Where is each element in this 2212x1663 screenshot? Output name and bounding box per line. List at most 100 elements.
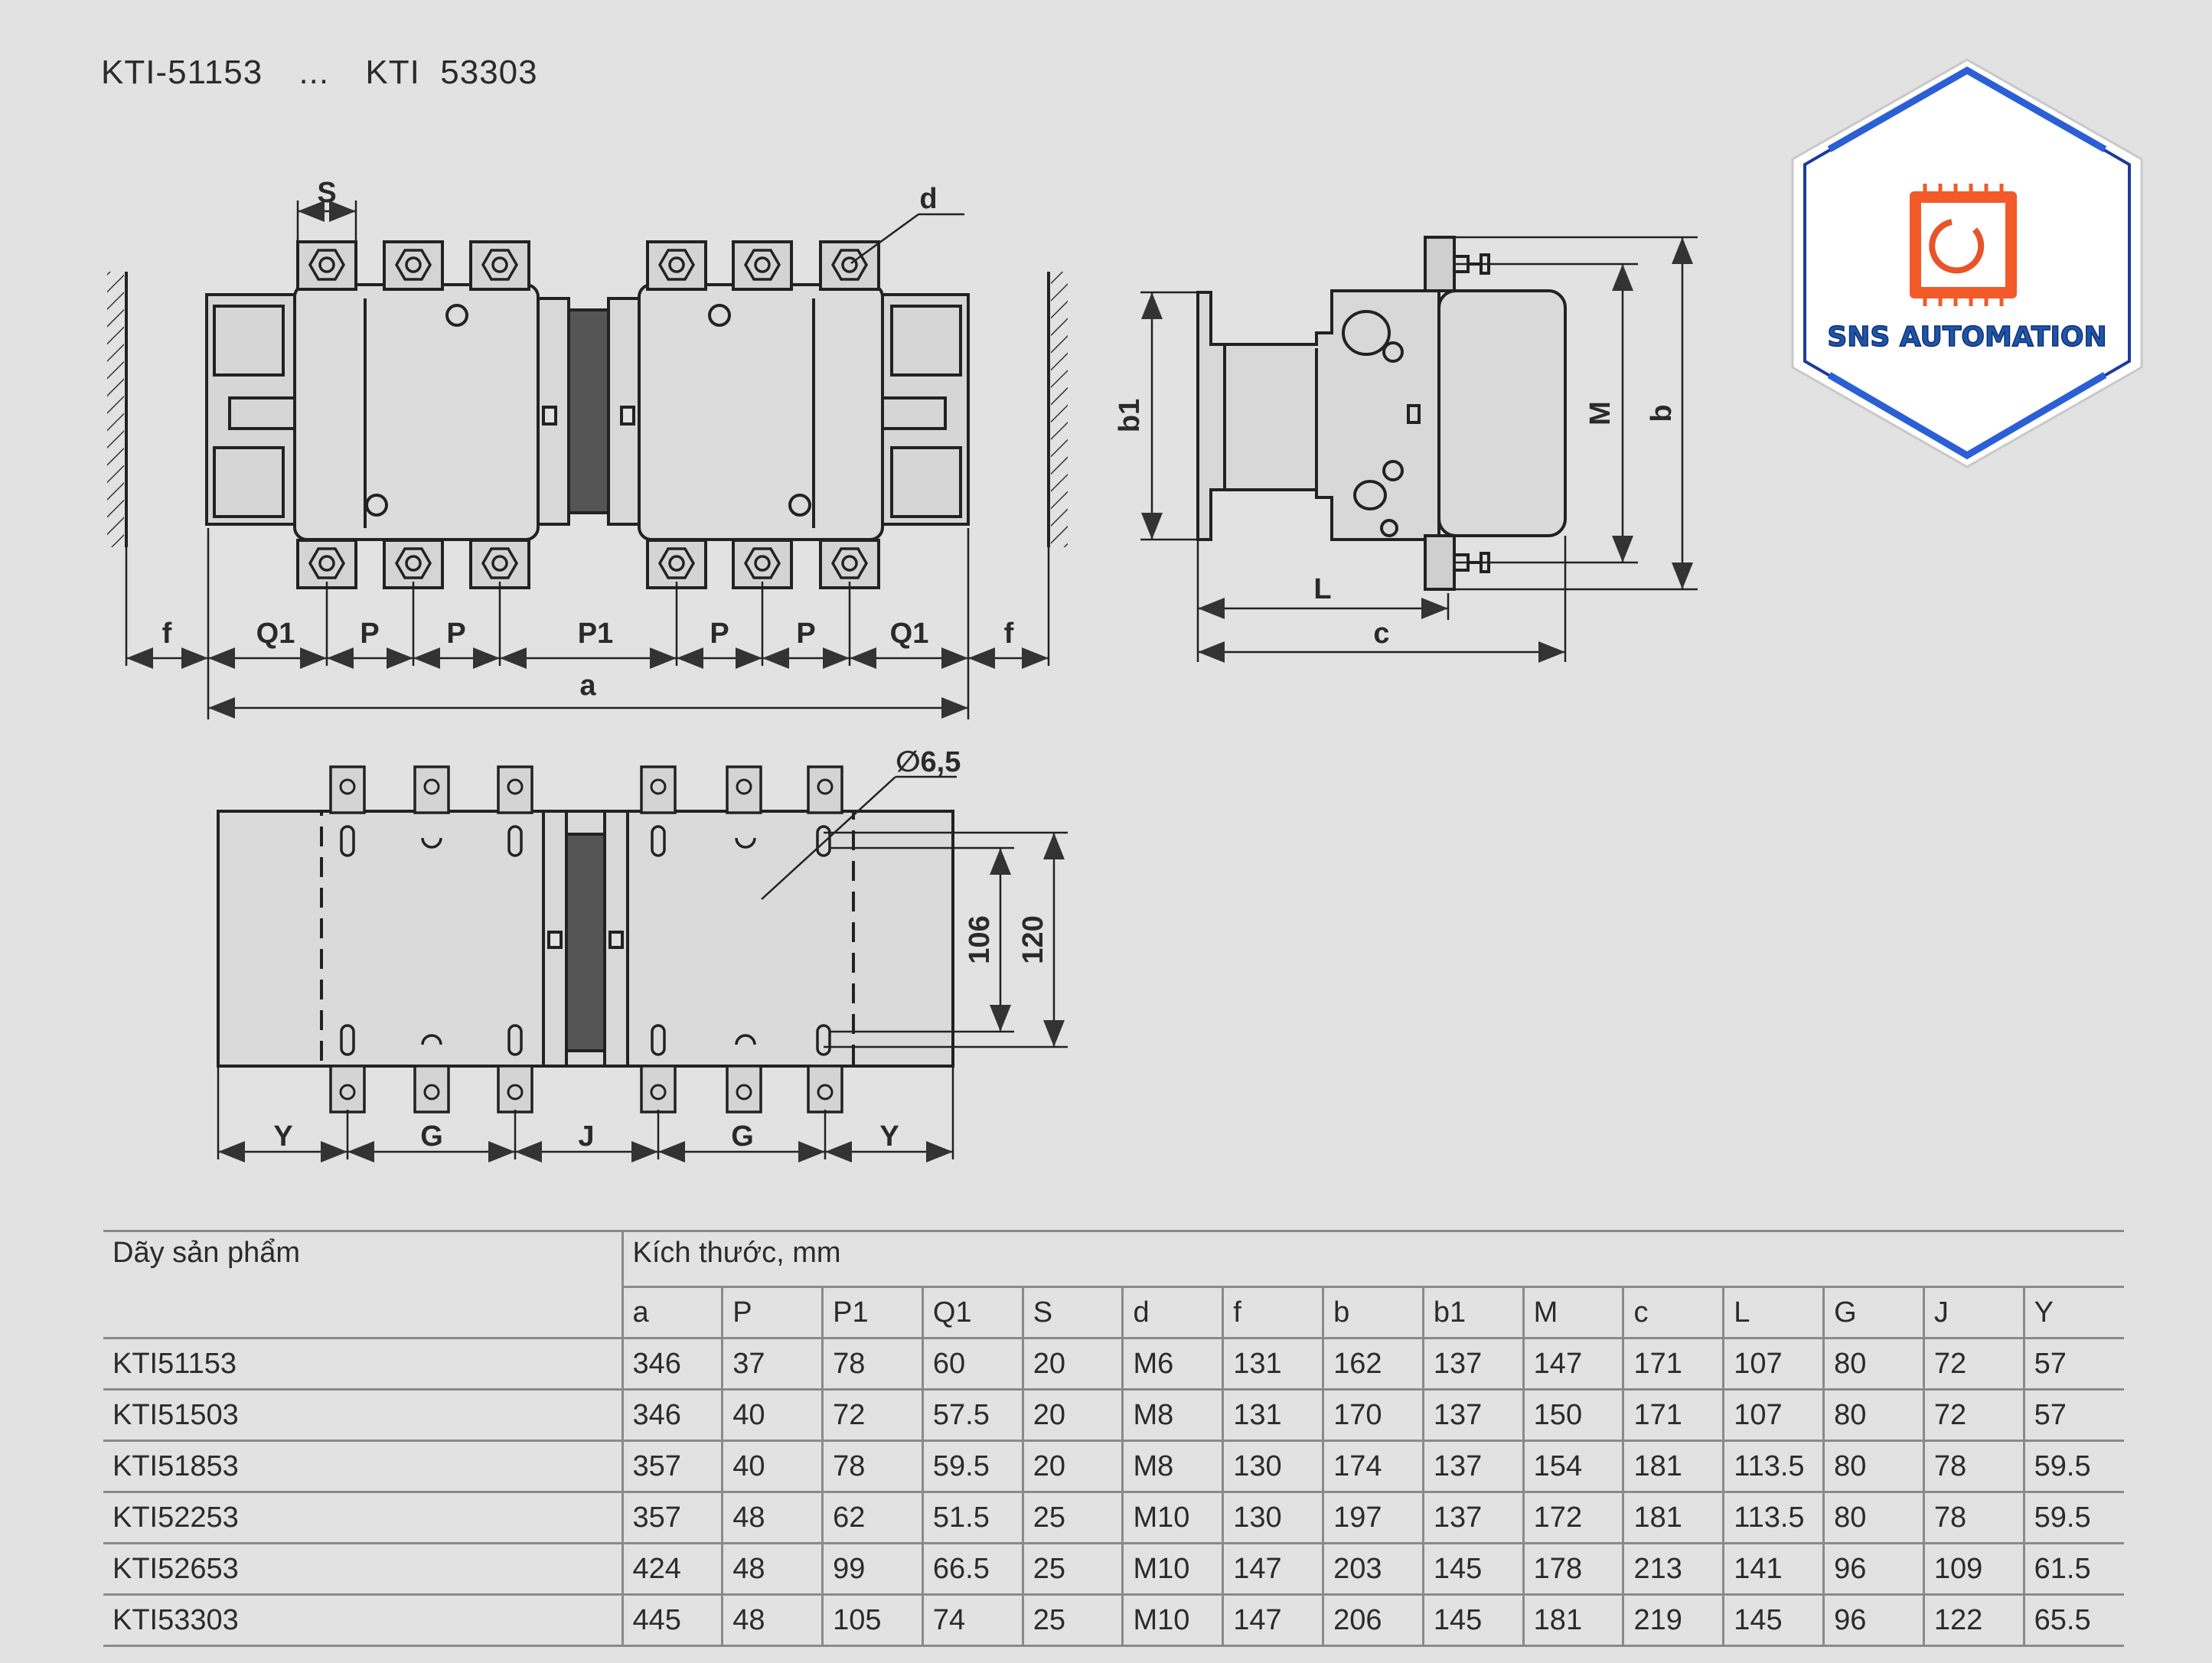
row-model-name: KTI52253 [103,1492,624,1544]
logo-text: SNS AUTOMATION [1827,321,2106,353]
col-J: J [1923,1286,2025,1339]
cell-f: 147 [1222,1594,1325,1647]
cell-Q1: 51.5 [922,1492,1024,1544]
col-L: L [1723,1286,1825,1339]
cell-f: 131 [1222,1389,1325,1442]
sns-automation-logo: SNS AUTOMATION [1791,58,2143,468]
dimension-header: Kích thước, mm [622,1230,2124,1288]
label-P1: P1 [578,618,613,650]
label-L: L [1313,573,1331,605]
label-Q1-right: Q1 [890,618,929,650]
cell-M: 154 [1523,1440,1625,1493]
label-M: M [1584,401,1617,426]
label-P-2: P [446,618,465,650]
cell-Q1: 57.5 [922,1389,1024,1442]
col-b: b [1323,1286,1424,1339]
cell-c: 219 [1623,1594,1725,1647]
cell-S: 25 [1023,1543,1124,1596]
row-model-name: KTI51503 [103,1389,624,1442]
cell-d: M6 [1122,1338,1225,1391]
cell-P: 48 [722,1543,824,1596]
cell-c: 181 [1623,1492,1725,1544]
cell-J: 109 [1923,1543,2025,1596]
cell-P1: 99 [822,1543,924,1596]
cell-b: 197 [1323,1492,1424,1544]
cell-L: 141 [1723,1543,1825,1596]
drawing-title: KTI-51153 ... KTI 53303 [101,54,564,92]
cell-P1: 105 [822,1594,924,1647]
cell-P1: 78 [822,1440,924,1493]
cell-b: 170 [1323,1389,1424,1442]
cell-Y: 57 [2024,1389,2124,1442]
cell-G: 80 [1823,1338,1925,1391]
cell-P1: 78 [822,1338,924,1391]
cell-Y: 59.5 [2024,1440,2124,1493]
label-106: 106 [964,915,996,964]
cell-b: 203 [1323,1543,1424,1596]
col-b1: b1 [1423,1286,1525,1339]
cell-Y: 65.5 [2024,1594,2124,1647]
cell-Q1: 66.5 [922,1543,1024,1596]
cell-P: 37 [722,1338,824,1391]
label-Q1-left: Q1 [256,618,295,650]
label-J: J [578,1120,594,1153]
label-d: d [919,183,937,215]
cell-S: 20 [1023,1338,1124,1391]
cell-P: 40 [722,1440,824,1493]
cell-c: 181 [1623,1440,1725,1493]
label-120: 120 [1017,915,1049,964]
cell-L: 113.5 [1723,1492,1825,1544]
cell-a: 346 [622,1338,724,1391]
label-Y-right: Y [879,1120,899,1153]
label-P-3: P [710,618,729,650]
label-b1: b1 [1114,399,1146,432]
cell-Y: 59.5 [2024,1492,2124,1544]
cell-S: 20 [1023,1440,1124,1493]
label-Y-left: Y [273,1120,292,1153]
cell-b1: 137 [1423,1440,1525,1493]
cell-Y: 61.5 [2024,1543,2124,1596]
col-P: P [722,1286,824,1339]
cell-S: 25 [1023,1492,1124,1544]
side-view [1140,236,1698,663]
cell-f: 130 [1222,1440,1325,1493]
model-from: KTI-51153 [101,54,263,91]
col-Y: Y [2024,1286,2124,1339]
cell-a: 357 [622,1492,724,1544]
cell-d: M10 [1122,1543,1225,1596]
cell-P1: 72 [822,1389,924,1442]
col-Q1: Q1 [922,1286,1024,1339]
col-S: S [1023,1286,1124,1339]
col-P1: P1 [822,1286,924,1339]
cell-L: 145 [1723,1594,1825,1647]
label-P-4: P [796,618,815,650]
label-b: b [1646,404,1678,422]
technical-drawing: S d f Q1 P P P1 P P Q1 f a [107,177,1698,1162]
mounting-view [217,765,1068,1162]
label-P-1: P [360,618,379,650]
row-model-name: KTI51153 [103,1338,624,1391]
cell-a: 445 [622,1594,724,1647]
cell-S: 25 [1023,1594,1124,1647]
cell-J: 78 [1923,1440,2025,1493]
label-hole: ∅6,5 [896,746,961,778]
ellipsis: ... [299,54,330,91]
top-view [107,201,1068,719]
col-G: G [1823,1286,1925,1339]
cell-L: 107 [1723,1338,1825,1391]
col-c: c [1623,1286,1725,1339]
cell-b1: 137 [1423,1492,1525,1544]
model-to: KTI 53303 [365,54,538,91]
cell-c: 213 [1623,1543,1725,1596]
chip-icon [1910,184,2017,306]
cell-M: 181 [1523,1594,1625,1647]
cell-f: 147 [1222,1543,1325,1596]
cell-J: 72 [1923,1389,2025,1442]
cell-Q1: 60 [922,1338,1024,1391]
cell-d: M8 [1122,1389,1225,1442]
label-f-left: f [162,618,172,650]
